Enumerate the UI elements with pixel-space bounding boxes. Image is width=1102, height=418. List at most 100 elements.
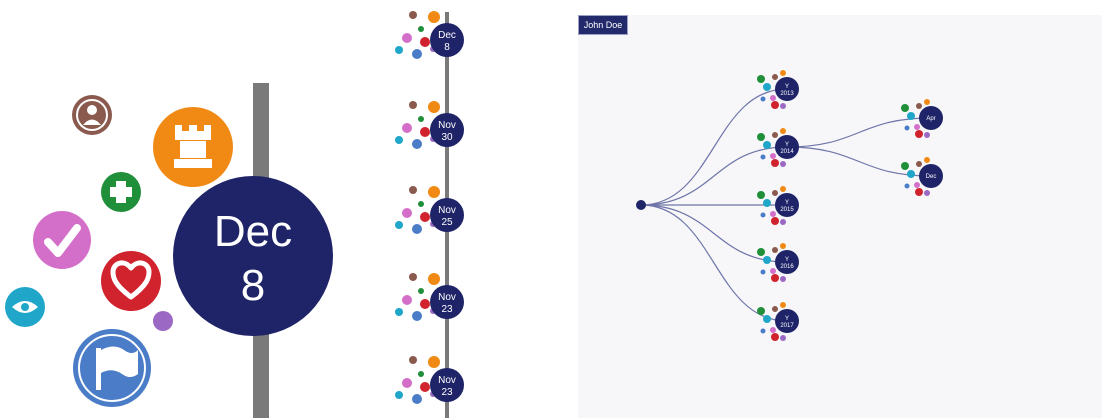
rook-icon[interactable] — [924, 157, 930, 163]
event-node[interactable] — [430, 23, 464, 57]
avatar-icon[interactable] — [916, 103, 922, 109]
eye-icon[interactable] — [907, 112, 915, 120]
extra-dot[interactable] — [780, 161, 786, 167]
heart-icon[interactable] — [771, 217, 779, 225]
plus-icon[interactable] — [101, 172, 141, 212]
plus-icon[interactable] — [757, 75, 765, 83]
avatar-icon[interactable] — [772, 132, 778, 138]
avatar-icon[interactable] — [772, 74, 778, 80]
flag-icon[interactable] — [904, 183, 910, 189]
check-icon[interactable] — [402, 378, 412, 388]
rook-icon[interactable] — [428, 273, 440, 285]
event-node[interactable] — [430, 198, 464, 232]
eye-icon[interactable] — [395, 136, 403, 144]
flag-icon[interactable] — [904, 125, 910, 131]
flag-icon[interactable] — [760, 96, 766, 102]
extra-dot[interactable] — [924, 132, 930, 138]
eye-icon[interactable] — [907, 170, 915, 178]
avatar-icon[interactable] — [772, 190, 778, 196]
extra-dot[interactable] — [780, 335, 786, 341]
event-node[interactable] — [430, 368, 464, 402]
avatar-icon[interactable] — [772, 247, 778, 253]
check-icon[interactable] — [402, 208, 412, 218]
eye-icon[interactable] — [763, 83, 771, 91]
check-icon[interactable] — [402, 295, 412, 305]
heart-icon[interactable] — [420, 382, 430, 392]
heart-icon[interactable] — [420, 127, 430, 137]
flag-icon[interactable] — [73, 329, 151, 407]
check-icon[interactable] — [770, 95, 776, 101]
extra-dot[interactable] — [780, 276, 786, 282]
check-icon[interactable] — [402, 33, 412, 43]
rook-icon[interactable] — [428, 356, 440, 368]
flag-icon[interactable] — [760, 154, 766, 160]
heart-icon[interactable] — [771, 333, 779, 341]
check-icon[interactable] — [914, 124, 920, 130]
plus-icon[interactable] — [418, 371, 424, 377]
eye-icon[interactable] — [763, 199, 771, 207]
avatar-icon[interactable] — [409, 101, 417, 109]
plus-icon[interactable] — [418, 288, 424, 294]
avatar-icon[interactable] — [409, 273, 417, 281]
avatar-icon[interactable] — [916, 161, 922, 167]
extra-dot[interactable] — [780, 219, 786, 225]
rook-icon[interactable] — [780, 128, 786, 134]
rook-icon[interactable] — [780, 186, 786, 192]
rook-icon[interactable] — [780, 302, 786, 308]
heart-icon[interactable] — [420, 212, 430, 222]
rook-icon[interactable] — [780, 70, 786, 76]
extra-dot[interactable] — [780, 103, 786, 109]
month-node[interactable]: Apr — [919, 106, 943, 130]
plus-icon[interactable] — [757, 248, 765, 256]
heart-icon[interactable] — [101, 251, 161, 311]
plus-icon[interactable] — [418, 26, 424, 32]
event-node[interactable] — [430, 285, 464, 319]
rook-icon[interactable] — [428, 186, 440, 198]
flag-icon[interactable] — [412, 394, 422, 404]
plus-icon[interactable] — [418, 116, 424, 122]
check-icon[interactable] — [402, 123, 412, 133]
plus-icon[interactable] — [901, 162, 909, 170]
rook-icon[interactable] — [924, 99, 930, 105]
eye-icon[interactable] — [395, 308, 403, 316]
month-node[interactable]: Dec — [919, 164, 943, 188]
heart-icon[interactable] — [771, 101, 779, 109]
avatar-icon[interactable] — [772, 306, 778, 312]
check-icon[interactable] — [770, 211, 776, 217]
avatar-icon[interactable] — [72, 95, 112, 135]
flag-icon[interactable] — [412, 49, 422, 59]
heart-icon[interactable] — [771, 159, 779, 167]
user-tag[interactable]: John Doe — [578, 15, 628, 35]
rook-icon[interactable] — [428, 101, 440, 113]
eye-icon[interactable] — [395, 46, 403, 54]
heart-icon[interactable] — [915, 188, 923, 196]
plus-icon[interactable] — [418, 201, 424, 207]
heart-icon[interactable] — [420, 299, 430, 309]
flag-icon[interactable] — [412, 224, 422, 234]
eye-icon[interactable] — [5, 287, 45, 327]
eye-icon[interactable] — [763, 256, 771, 264]
event-node[interactable] — [430, 113, 464, 147]
extra-dot[interactable] — [924, 190, 930, 196]
plus-icon[interactable] — [757, 307, 765, 315]
avatar-icon[interactable] — [409, 186, 417, 194]
rook-icon[interactable] — [428, 11, 440, 23]
rook-icon[interactable] — [780, 243, 786, 249]
root-node[interactable] — [636, 200, 646, 210]
eye-icon[interactable] — [395, 391, 403, 399]
heart-icon[interactable] — [771, 274, 779, 282]
eye-icon[interactable] — [395, 221, 403, 229]
avatar-icon[interactable] — [409, 356, 417, 364]
check-icon[interactable] — [770, 327, 776, 333]
avatar-icon[interactable] — [409, 11, 417, 19]
